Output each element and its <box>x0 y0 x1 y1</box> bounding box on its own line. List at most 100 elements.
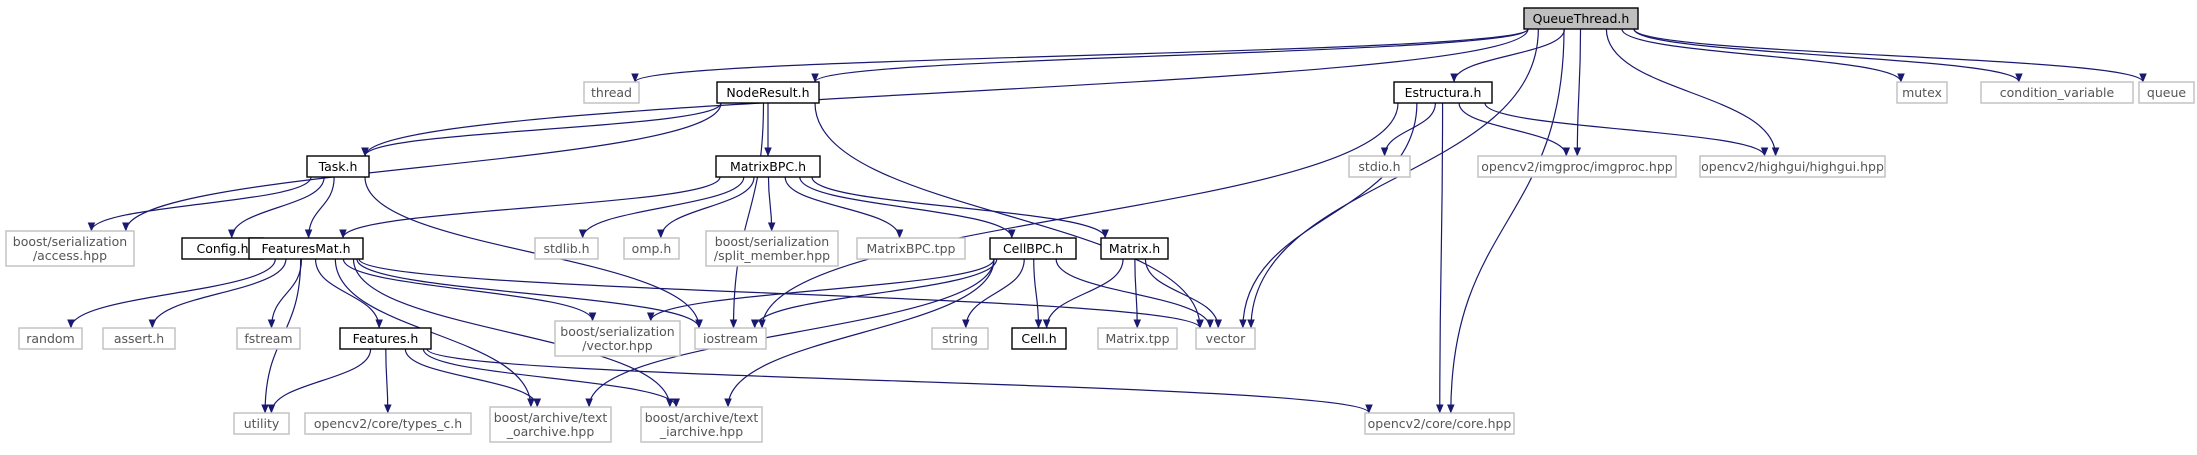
node-label: Cell.h <box>1021 331 1056 346</box>
edge-task-to-config <box>227 176 325 239</box>
node-label: FeaturesMat.h <box>262 241 351 256</box>
node-queuethread[interactable]: QueueThread.h <box>1523 7 1639 30</box>
node-label: boost/archive/text <box>645 410 759 425</box>
node-thread: thread <box>583 81 640 104</box>
node-condvar: condition_variable <box>1980 81 2134 104</box>
node-box <box>236 327 301 350</box>
edge-features-to-oarchive <box>404 348 542 408</box>
edge-featuresmat-to-oarchive <box>334 258 535 408</box>
node-label: Matrix.tpp <box>1105 331 1169 346</box>
node-label: condition_variable <box>2000 85 2115 100</box>
edge-cellbpc-to-oarchive <box>585 258 995 408</box>
node-utility: utility <box>233 412 290 435</box>
node-label: fstream <box>244 331 292 346</box>
node-label: opencv2/core/core.hpp <box>1368 416 1512 431</box>
node-label: opencv2/imgproc/imgproc.hpp <box>1481 159 1672 174</box>
node-task[interactable]: Task.h <box>306 155 370 178</box>
node-box <box>583 81 640 104</box>
node-iostream: iostream <box>694 327 767 350</box>
node-label: thread <box>591 85 632 100</box>
node-iarchive: boost/archive/text_iarchive.hpp <box>640 406 763 443</box>
edge-estructura-to-vector <box>1239 102 1418 329</box>
node-box <box>623 237 680 260</box>
node-core: opencv2/core/core.hpp <box>1364 412 1515 435</box>
node-mutex: mutex <box>1896 81 1948 104</box>
node-cellbpc[interactable]: CellBPC.h <box>989 237 1077 260</box>
edges-layer <box>67 28 2147 414</box>
edge-matrixbpc-to-omp <box>657 176 755 239</box>
edge-estructura-to-highgui <box>1484 102 1769 157</box>
edge-featuresmat-to-iarchive <box>352 258 674 408</box>
edge-noderesult-to-vector <box>814 102 1204 329</box>
node-box <box>1100 237 1169 260</box>
node-label: _oarchive.hpp <box>506 424 595 439</box>
node-label: boost/serialization <box>560 324 674 339</box>
edge-cellbpc-to-cell <box>1033 258 1043 329</box>
node-queue: queue <box>2138 81 2195 104</box>
edge-matrixbpc-to-cellbpc <box>799 176 1016 239</box>
node-featuresmat[interactable]: FeaturesMat.h <box>248 237 364 260</box>
node-box <box>306 155 370 178</box>
edge-queuethread-to-estructura <box>1450 28 1566 83</box>
edge-queuethread-to-highgui <box>1605 28 1780 157</box>
edge-queuethread-to-thread <box>631 28 1529 83</box>
node-matrixbpc[interactable]: MatrixBPC.h <box>715 155 821 178</box>
edge-featuresmat-to-assert <box>148 258 287 329</box>
edge-task-to-iostream <box>364 176 703 329</box>
node-random: random <box>18 327 83 350</box>
node-box <box>304 412 472 435</box>
node-config[interactable]: Config.h <box>181 237 264 260</box>
node-features[interactable]: Features.h <box>339 327 432 350</box>
edge-queuethread-to-queue <box>1633 28 2147 83</box>
node-splitmember: boost/serialization/split_member.hpp <box>705 230 839 267</box>
edge-features-to-utility <box>267 348 372 414</box>
edge-queuethread-to-vector <box>1247 28 1539 329</box>
node-label: assert.h <box>114 331 164 346</box>
node-matrix[interactable]: Matrix.h <box>1100 237 1169 260</box>
node-box <box>248 237 364 260</box>
edge-features-to-typesc <box>384 348 392 414</box>
node-label: Estructura.h <box>1405 85 1482 100</box>
edge-queuethread-to-imgproc <box>1573 28 1582 157</box>
node-oarchive: boost/archive/text_oarchive.hpp <box>489 406 612 443</box>
node-label: Features.h <box>353 331 419 346</box>
edge-cellbpc-to-vectorhpp <box>647 258 995 322</box>
node-noderesult[interactable]: NodeResult.h <box>716 81 820 104</box>
node-estructura[interactable]: Estructura.h <box>1393 81 1493 104</box>
node-box <box>931 327 989 350</box>
node-omp: omp.h <box>623 237 680 260</box>
node-stdio: stdio.h <box>1348 155 1411 178</box>
node-box <box>1896 81 1948 104</box>
node-box <box>1523 7 1639 30</box>
edge-featuresmat-to-features <box>314 258 383 329</box>
edge-noderesult-to-access <box>122 102 722 232</box>
node-label: boost/archive/text <box>494 410 608 425</box>
node-label: opencv2/core/types_c.h <box>314 416 462 431</box>
node-box <box>715 155 821 178</box>
node-box <box>694 327 767 350</box>
edge-matrixbpc-to-matrix <box>811 176 1109 239</box>
node-box <box>705 230 839 267</box>
node-box <box>716 81 820 104</box>
node-label: QueueThread.h <box>1533 11 1630 26</box>
node-fstream: fstream <box>236 327 301 350</box>
node-label: /access.hpp <box>33 248 107 263</box>
edge-queuethread-to-mutex <box>1621 28 1905 83</box>
node-typesc: opencv2/core/types_c.h <box>304 412 472 435</box>
node-box <box>233 412 290 435</box>
node-label: /vector.hpp <box>582 338 653 353</box>
edge-matrix-to-vector <box>1144 258 1222 329</box>
edge-matrix-to-matrixtpp <box>1133 258 1142 329</box>
node-vector: vector <box>1195 327 1256 350</box>
node-label: boost/serialization <box>13 234 127 249</box>
node-box <box>1195 327 1256 350</box>
node-label: Task.h <box>318 159 358 174</box>
node-label: MatrixBPC.h <box>730 159 806 174</box>
node-cell[interactable]: Cell.h <box>1011 327 1067 350</box>
node-label: _iarchive.hpp <box>659 424 743 439</box>
node-box <box>1699 155 1886 178</box>
node-box <box>1477 155 1677 178</box>
node-box <box>1364 412 1515 435</box>
edge-matrixbpc-to-stdlib <box>578 176 745 239</box>
